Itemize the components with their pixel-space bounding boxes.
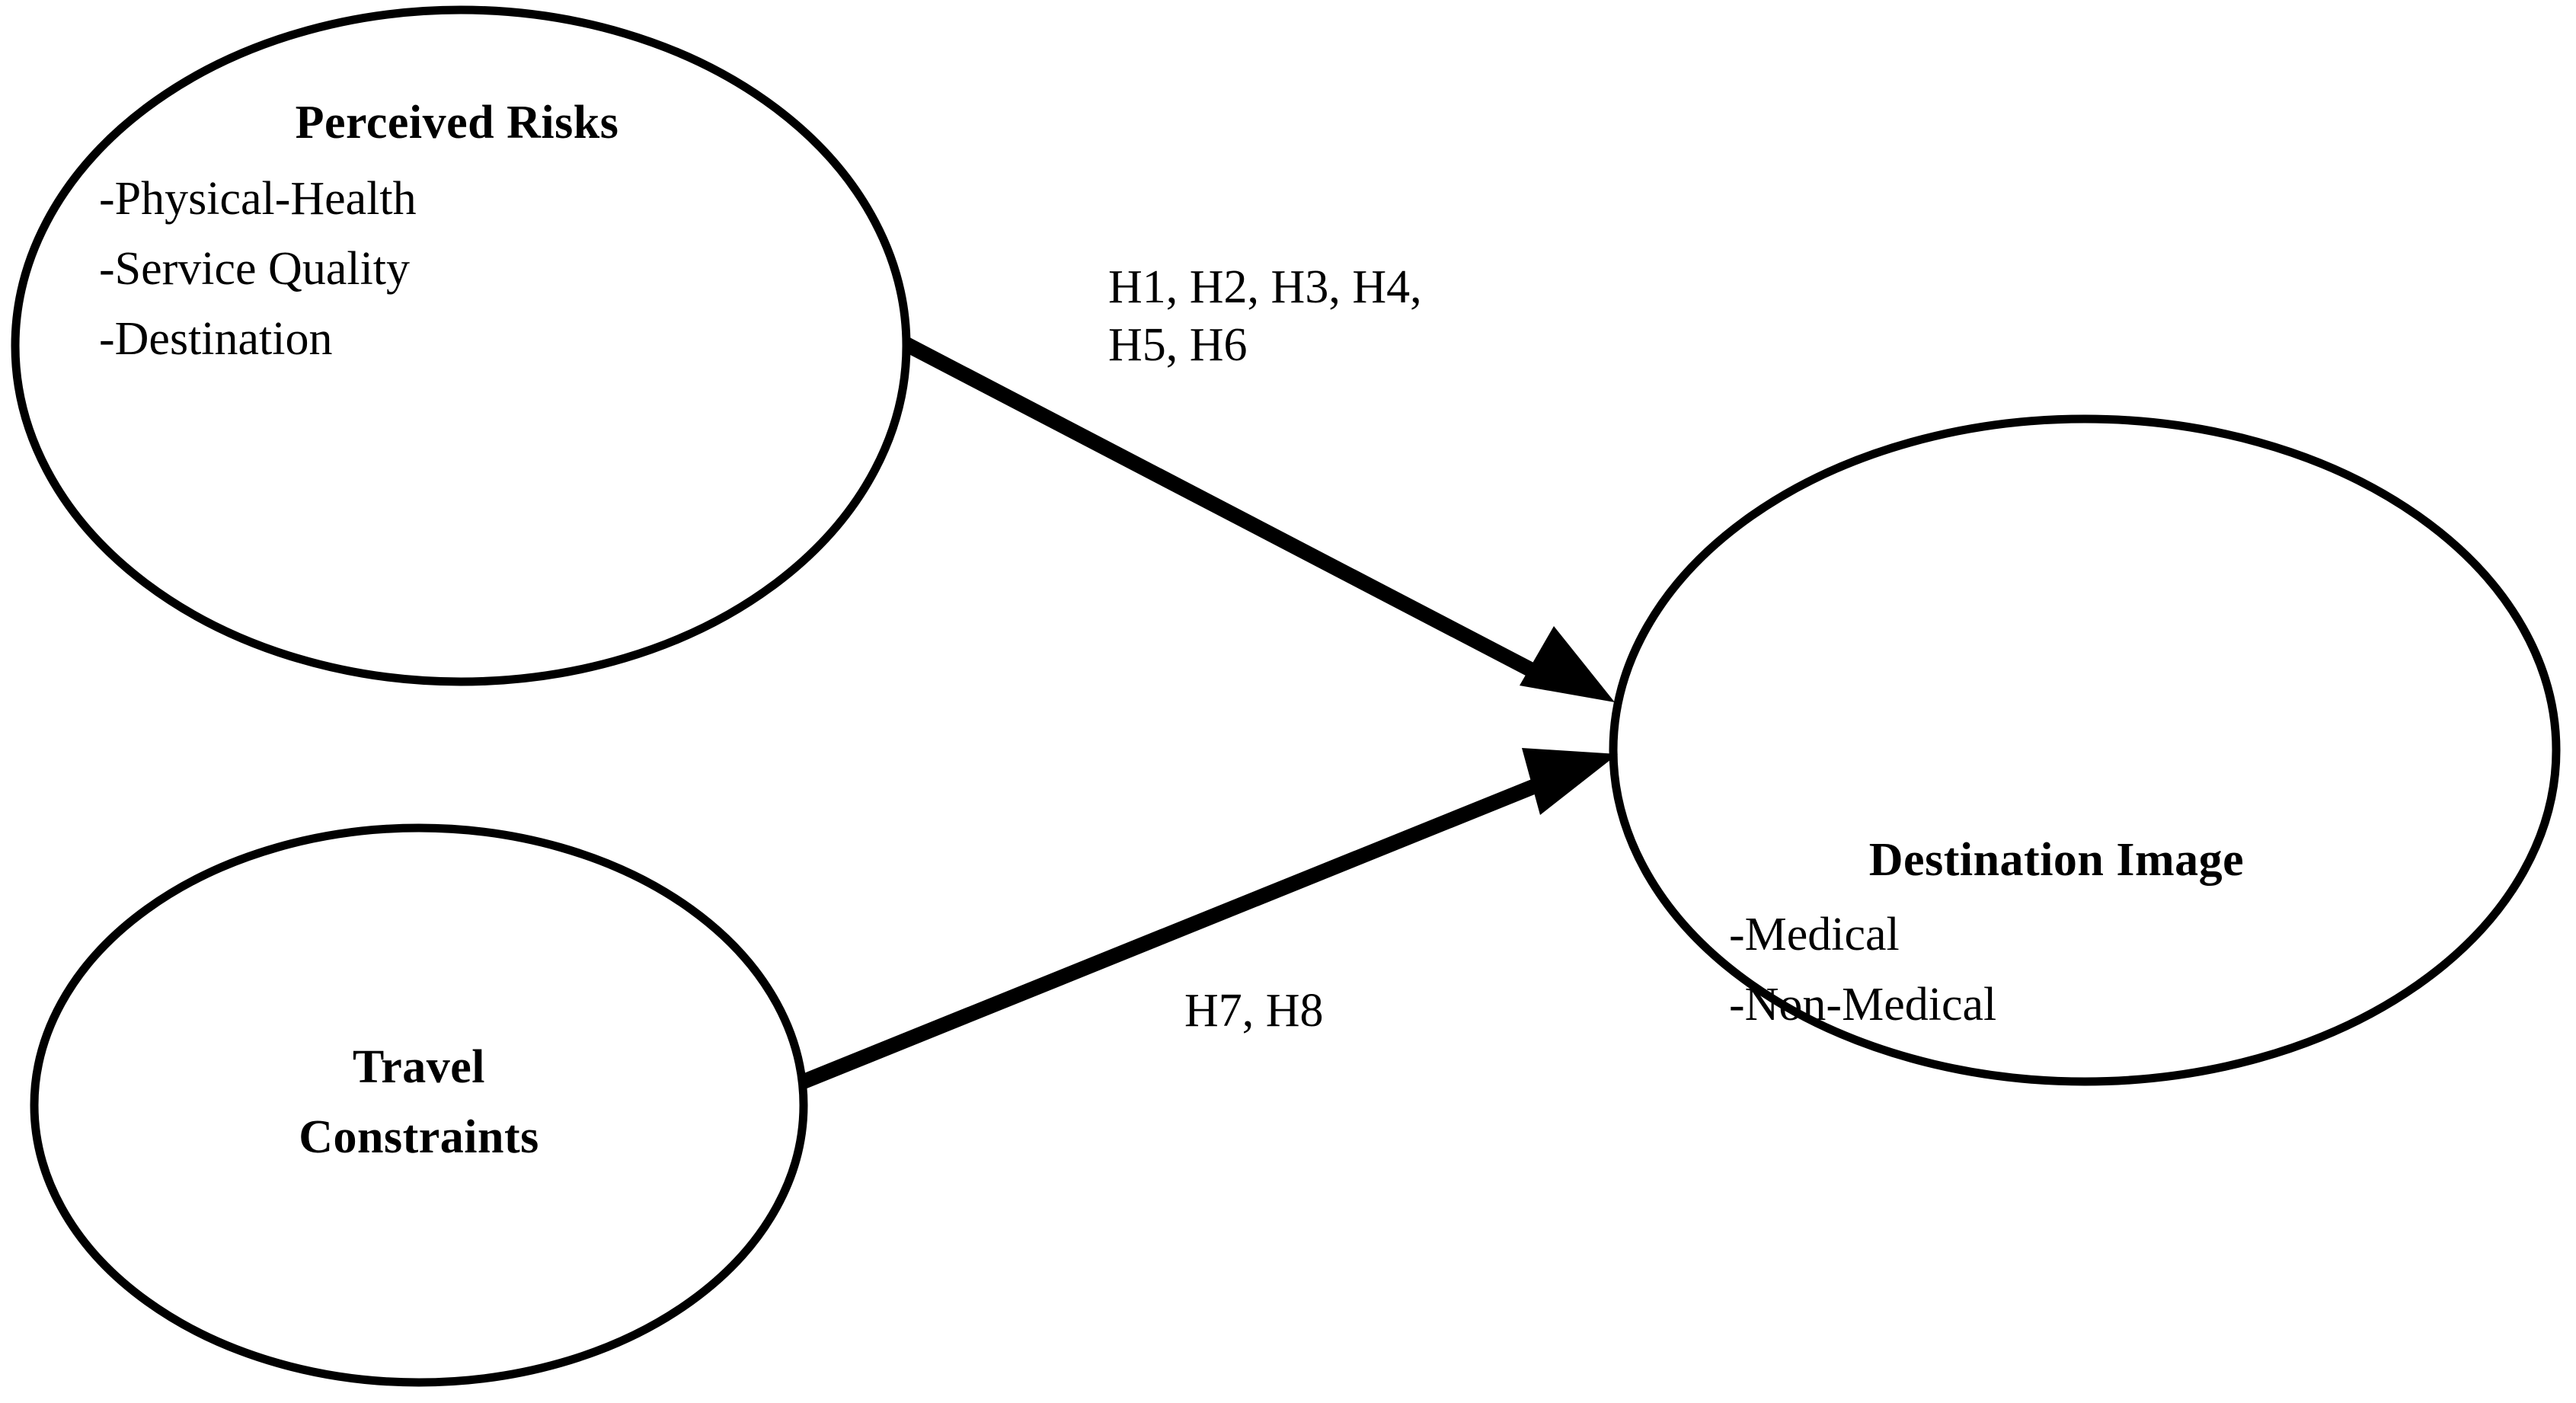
node-label-perceived-risks: Perceived Risks -Physical-Health -Servic… [91, 99, 823, 363]
node-title-destination-image: Destination Image [1868, 834, 2245, 886]
edge-label-constraints-line1: H7, H8 [1184, 985, 1324, 1037]
edge-risks-to-image[interactable] [903, 337, 1615, 702]
node-item-service-quality: -Service Quality [99, 243, 411, 295]
node-item-destination: -Destination [99, 313, 333, 365]
node-items-perceived-risks: -Physical-Health -Service Quality -Desti… [91, 175, 823, 363]
node-title-travel-line2: Constraints [299, 1111, 539, 1163]
edge-label-risks-to-image: H1, H2, H3, H4, H5, H6 [1108, 259, 1422, 374]
node-title-travel-line1: Travel [352, 1041, 485, 1093]
edge-label-risks-line1: H1, H2, H3, H4, [1108, 261, 1422, 313]
edge-constraints-to-image[interactable] [801, 748, 1618, 1089]
node-items-destination-image: -Medical -Non-Medical [1660, 911, 2453, 1028]
node-item-non-medical: -Non-Medical [1729, 979, 1997, 1031]
node-title-perceived-risks: Perceived Risks [295, 97, 619, 149]
ellipse-travel-constraints[interactable] [30, 823, 808, 1387]
node-label-travel-constraints: Travel Constraints [84, 1043, 754, 1184]
node-label-destination-image: Destination Image -Medical -Non-Medical [1660, 836, 2453, 1028]
edge-label-constraints-to-image: H7, H8 [1184, 983, 1324, 1040]
node-item-physical-health: -Physical-Health [99, 173, 417, 225]
node-item-medical: -Medical [1729, 909, 1900, 960]
edge-label-risks-line2: H5, H6 [1108, 318, 1248, 371]
ellipse-destination-image[interactable] [1609, 414, 2561, 1086]
